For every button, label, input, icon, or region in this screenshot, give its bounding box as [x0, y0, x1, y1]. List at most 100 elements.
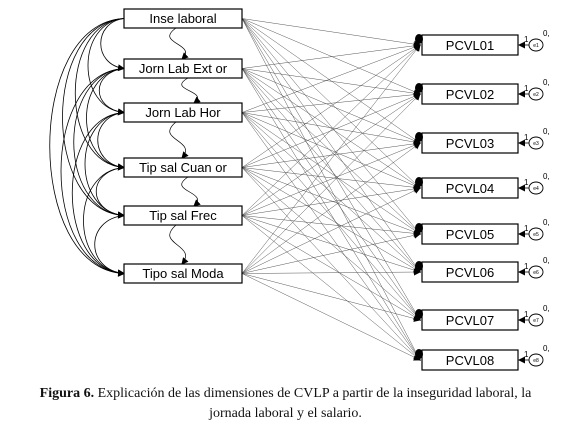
path-0-5 [241, 18, 421, 273]
path-5-0 [241, 44, 421, 274]
path-2-6 [241, 112, 421, 321]
error-variance: 0, [543, 172, 550, 181]
error-variance: 0, [543, 218, 550, 227]
outcome-label: PCVL03 [446, 136, 494, 151]
error-loading: 1 [524, 262, 529, 271]
adj-cov-4 [169, 224, 189, 265]
cov-1-4 [73, 68, 125, 219]
path-3-7 [241, 167, 421, 361]
cov-0-5 [49, 18, 125, 277]
path-5-5 [241, 268, 421, 276]
error-label: e3 [533, 141, 539, 147]
cov-3-4 [96, 167, 125, 219]
path-0-0 [241, 18, 421, 48]
path-4-7 [241, 215, 421, 361]
error-loading: 1 [524, 133, 529, 142]
path-1-0 [241, 42, 421, 69]
outcome-label: PCVL06 [446, 265, 494, 280]
outcome-pcvl02: PCVL02 [421, 83, 519, 105]
arrow-cluster [415, 261, 423, 271]
outcome-pcvl08: PCVL08 [421, 349, 519, 371]
arrow-cluster [415, 34, 423, 44]
path-3-4 [241, 167, 421, 236]
outcome-pcvl03: PCVL03 [421, 132, 519, 154]
path-0-4 [241, 18, 421, 235]
path-4-1 [241, 93, 421, 216]
error-e2: e2 [528, 87, 544, 101]
path-1-2 [241, 68, 421, 144]
outcome-label: PCVL05 [446, 227, 494, 242]
path-4-0 [241, 44, 421, 216]
predictor-jorn-lab-ext-or: Jorn Lab Ext or [123, 58, 243, 79]
error-e8: e8 [528, 353, 544, 367]
path-4-3 [241, 185, 421, 216]
error-loading: 1 [524, 84, 529, 93]
arrow-cluster [415, 177, 423, 187]
error-e7: e7 [528, 313, 544, 327]
outcome-label: PCVL02 [446, 87, 494, 102]
outcome-label: PCVL04 [446, 181, 494, 196]
cov-2-3 [97, 112, 125, 171]
path-1-5 [241, 68, 421, 273]
path-2-5 [241, 112, 421, 273]
path-4-2 [241, 142, 421, 216]
figure-caption: Figura 6. Explicación de las dimensiones… [0, 384, 571, 424]
arrow-cluster [415, 132, 423, 142]
path-1-1 [241, 68, 421, 97]
path-4-6 [241, 215, 421, 321]
outcome-pcvl07: PCVL07 [421, 309, 519, 331]
error-e6: e6 [528, 265, 544, 279]
path-0-6 [241, 18, 421, 321]
predictor-tip-sal-cuan-or: Tip sal Cuan or [123, 157, 243, 178]
cov-2-5 [71, 112, 125, 277]
error-variance: 0, [543, 78, 550, 87]
covariance-curves [49, 18, 201, 277]
outcome-label: PCVL08 [446, 353, 494, 368]
path-1-7 [241, 68, 421, 361]
error-variance: 0, [543, 256, 550, 265]
outcome-label: PCVL01 [446, 38, 494, 53]
adj-cov-1 [181, 77, 201, 104]
path-2-0 [241, 43, 421, 113]
path-3-1 [241, 93, 421, 168]
error-label: e6 [533, 270, 539, 276]
path-4-4 [241, 215, 421, 237]
path-0-1 [241, 18, 421, 95]
cov-1-5 [60, 68, 125, 277]
error-label: e7 [533, 318, 539, 324]
arrow-cluster [415, 83, 423, 93]
predictor-label: Jorn Lab Ext or [139, 61, 228, 76]
predictor-tipo-sal-moda: Tipo sal Moda [123, 263, 243, 284]
predictor-label: Inse laboral [149, 11, 216, 26]
outcome-pcvl04: PCVL04 [421, 177, 519, 199]
path-1-3 [241, 68, 421, 189]
error-label: e8 [533, 358, 539, 364]
predictor-tip-sal-frec: Tip sal Frec [123, 205, 243, 226]
error-paths [518, 41, 530, 364]
path-0-2 [241, 18, 421, 144]
predictor-jorn-lab-hor: Jorn Lab Hor [123, 102, 243, 123]
arrow-cluster [415, 349, 423, 359]
cov-0-3 [75, 18, 125, 171]
cov-4-5 [94, 215, 125, 277]
cov-2-4 [84, 112, 125, 219]
error-e5: e5 [528, 227, 544, 241]
outcome-label: PCVL07 [446, 313, 494, 328]
caption-line-2: jornada laboral y el salario. [209, 406, 362, 421]
cov-1-3 [86, 68, 125, 171]
predictor-label: Tip sal Cuan or [139, 160, 227, 175]
path-1-4 [241, 68, 421, 235]
error-e4: e4 [528, 181, 544, 195]
error-loading: 1 [524, 310, 529, 319]
error-loading: 1 [524, 178, 529, 187]
path-0-7 [241, 18, 421, 361]
error-variance: 0, [543, 127, 550, 136]
path-5-6 [241, 273, 421, 322]
error-loading: 1 [524, 224, 529, 233]
path-3-2 [241, 140, 421, 168]
adj-cov-0 [169, 27, 189, 60]
error-variance: 0, [543, 29, 550, 38]
path-2-3 [241, 112, 421, 189]
